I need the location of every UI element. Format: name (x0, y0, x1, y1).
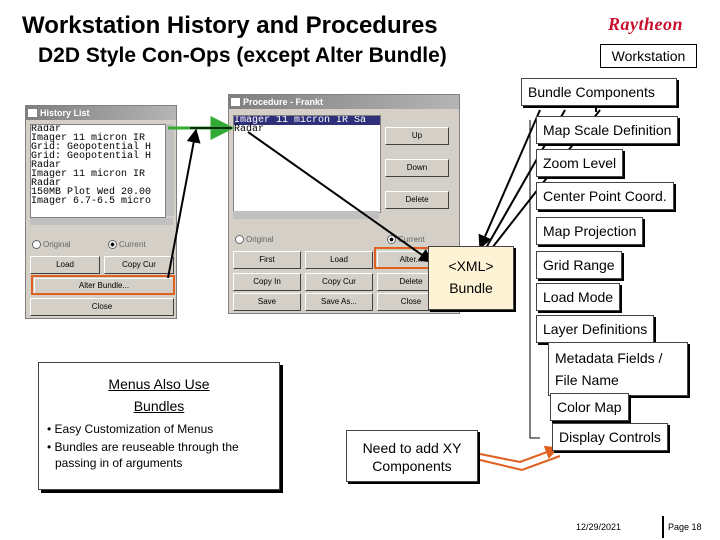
component-center-point: Center Point Coord. (536, 182, 674, 210)
component-map-scale: Map Scale Definition (536, 116, 679, 144)
xy-arrow (479, 445, 560, 464)
history-radio-current[interactable]: Current (108, 240, 146, 249)
component-map-projection: Map Projection (536, 217, 644, 245)
procedure-window: Procedure - Frankt Imager 11 micron IR S… (228, 94, 460, 314)
component-color-map: Color Map (550, 393, 629, 421)
history-window-title: History List (40, 108, 90, 118)
procedure-hscrollbar[interactable] (233, 211, 379, 219)
xml-bundle-box: <XML> Bundle (428, 246, 514, 310)
procedure-copy-cur-button[interactable]: Copy Cur (305, 273, 373, 291)
window-icon (231, 98, 240, 106)
menus-bullet-list: Easy Customization of Menus Bundles are … (47, 421, 279, 473)
procedure-save-as-button[interactable]: Save As... (305, 293, 373, 311)
xy-arrow (479, 455, 561, 472)
history-item[interactable]: Radar (31, 160, 62, 171)
menus-bundles-box: Menus Also Use Bundles Easy Customizatio… (38, 362, 280, 490)
history-load-button[interactable]: Load (30, 256, 100, 274)
history-scrollbar[interactable] (165, 124, 174, 216)
history-hscrollbar[interactable] (30, 218, 173, 225)
menus-heading: Menus Also Use Bundles (39, 373, 279, 417)
footer-page-number: Page 18 (668, 522, 702, 532)
history-list-window: History List Radar Imager 11 micron IR G… (25, 105, 177, 319)
component-load-mode: Load Mode (536, 283, 621, 311)
component-display-controls: Display Controls (552, 423, 668, 451)
footer-divider (662, 516, 664, 538)
procedure-copy-in-button[interactable]: Copy In (233, 273, 301, 291)
procedure-item[interactable]: Imager 11 micron IR Sa (234, 116, 380, 126)
history-item[interactable]: Grid: Geopotential H (31, 151, 152, 162)
slide-subtitle: D2D Style Con-Ops (except Alter Bundle) (38, 44, 447, 67)
history-window-titlebar: History List (26, 106, 176, 120)
component-grid-range: Grid Range (536, 251, 622, 279)
procedure-listbox[interactable]: Imager 11 micron IR Sa Radar (233, 115, 381, 213)
menus-bullet: Bundles are reuseable through the passin… (47, 439, 279, 471)
history-item[interactable]: Imager 11 micron IR (31, 133, 146, 144)
menus-heading-line1: Menus Also Use (108, 376, 210, 392)
component-metadata-fields: Metadata Fields / File Name (548, 342, 688, 396)
procedure-delete-button[interactable]: Delete (385, 191, 449, 209)
procedure-to-xml-arrow (247, 131, 434, 263)
workstation-badge: Workstation (600, 44, 697, 68)
menus-heading-line2: Bundles (133, 398, 185, 414)
history-close-button[interactable]: Close (30, 298, 174, 316)
procedure-radio-original[interactable]: Original (235, 235, 274, 244)
procedure-window-titlebar: Procedure - Frankt (229, 95, 459, 109)
component-layer-definitions: Layer Definitions (536, 315, 655, 343)
slide-title: Workstation History and Procedures (22, 12, 438, 39)
window-icon (28, 109, 37, 117)
footer-date: 12/29/2021 (576, 522, 622, 532)
history-listbox[interactable]: Radar Imager 11 micron IR Grid: Geopoten… (30, 124, 166, 218)
history-item[interactable]: Radar (31, 178, 62, 189)
procedure-first-button[interactable]: First (233, 251, 301, 269)
alter-bundle-highlight (31, 275, 175, 295)
procedure-load-button[interactable]: Load (305, 251, 373, 269)
history-item[interactable]: Grid: Geopotential H (31, 142, 152, 153)
history-item[interactable]: Radar (31, 124, 62, 135)
procedure-item[interactable]: Radar (234, 124, 265, 135)
xy-components-box: Need to add XY Components (346, 430, 478, 482)
history-item[interactable]: Imager 11 micron IR (31, 169, 146, 180)
history-copy-cur-button[interactable]: Copy Cur (104, 256, 174, 274)
component-zoom-level: Zoom Level (536, 149, 624, 177)
alter-arrow (167, 128, 201, 279)
procedure-up-button[interactable]: Up (385, 127, 449, 145)
procedure-radio-current[interactable]: Current (387, 235, 425, 244)
xy-line1: Need to add XY (362, 440, 462, 456)
menus-bullet: Easy Customization of Menus (47, 421, 279, 437)
history-item[interactable]: Imager 6.7-6.5 micro (31, 196, 152, 207)
history-radio-original[interactable]: Original (32, 240, 71, 249)
components-bracket (529, 120, 540, 439)
procedure-down-button[interactable]: Down (385, 159, 449, 177)
history-item[interactable]: 150MB Plot Wed 20.00 (31, 187, 152, 198)
bundle-components-header: Bundle Components (521, 78, 677, 106)
xml-bundle-line1: <XML> (448, 258, 494, 274)
bundle-arrow (478, 109, 541, 250)
raytheon-logo: Raytheon (608, 14, 684, 34)
procedure-save-button[interactable]: Save (233, 293, 301, 311)
xml-bundle-line2: Bundle (449, 280, 493, 296)
procedure-window-title: Procedure - Frankt (243, 97, 324, 107)
xy-line2: Components (372, 458, 452, 474)
